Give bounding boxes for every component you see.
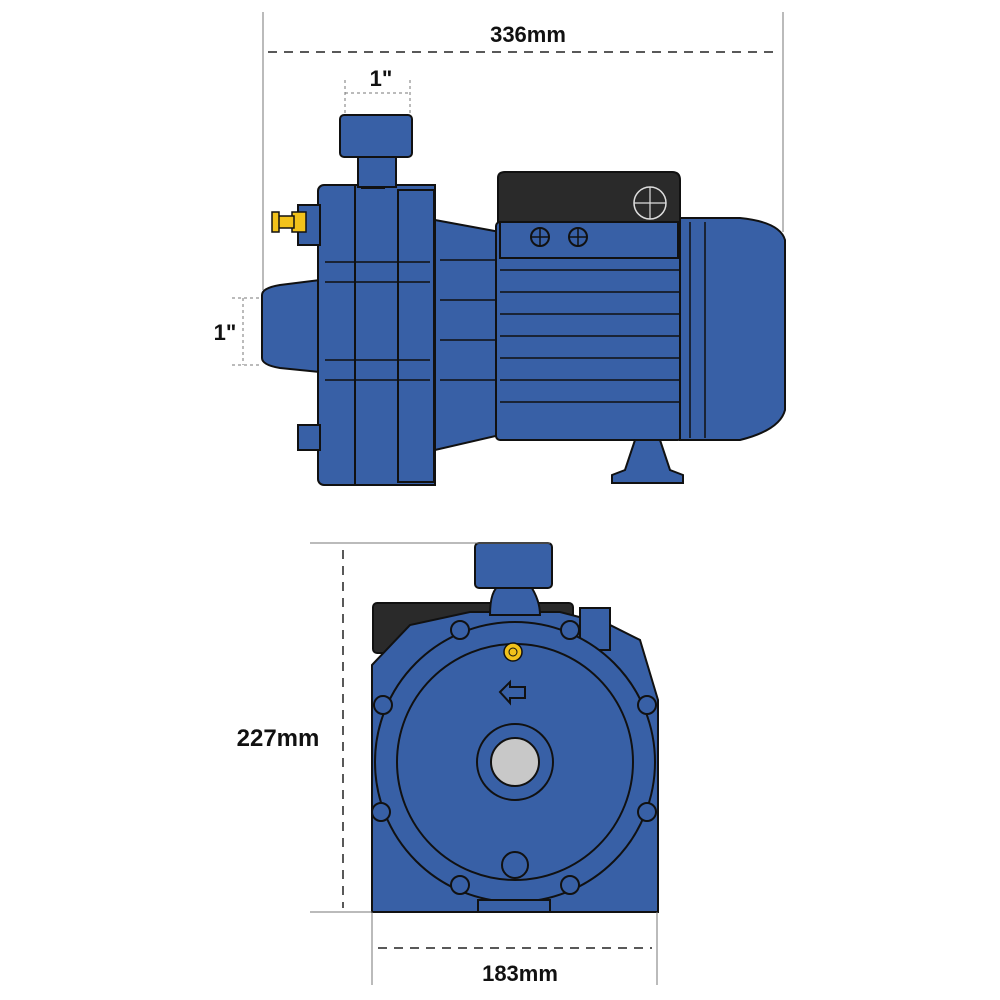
screw-icon — [530, 227, 550, 247]
outlet-elbow — [488, 584, 542, 616]
height-label: 227mm — [237, 725, 320, 752]
dimension-width: 183mm — [371, 912, 658, 986]
terminal-base — [499, 221, 679, 259]
dimension-overall-length: 336mm — [262, 12, 784, 290]
dimension-height: 227mm — [237, 542, 550, 913]
inlet-flange — [261, 278, 321, 374]
screw-icon — [568, 227, 588, 247]
pump-front-view — [371, 542, 659, 913]
outlet-pipe — [357, 154, 397, 188]
inlet-size-label: 1" — [214, 320, 237, 345]
pump-side-view — [261, 114, 786, 486]
outlet-flange-front — [474, 542, 553, 589]
cable-gland-icon — [633, 186, 667, 220]
rotation-arrow-icon — [498, 679, 526, 706]
motor-bracket — [434, 218, 501, 452]
motor-end-cover — [679, 217, 786, 441]
outlet-size-label: 1" — [370, 66, 393, 91]
drain-plug-icon — [271, 211, 307, 233]
casing-bolt — [297, 424, 321, 451]
dimension-inlet-size: 1" — [214, 297, 262, 366]
bolt-icons — [371, 620, 657, 895]
width-label: 183mm — [482, 961, 558, 986]
terminal-box — [497, 171, 681, 223]
inlet-bore — [490, 737, 540, 787]
overall-length-label: 336mm — [490, 22, 566, 47]
drain-plug-icon — [503, 642, 523, 662]
outlet-flange — [339, 114, 413, 158]
base-plate — [477, 899, 551, 913]
casing-rim — [397, 189, 435, 483]
dimension-outlet-size: 1" — [344, 66, 411, 115]
motor-foot — [611, 439, 684, 484]
